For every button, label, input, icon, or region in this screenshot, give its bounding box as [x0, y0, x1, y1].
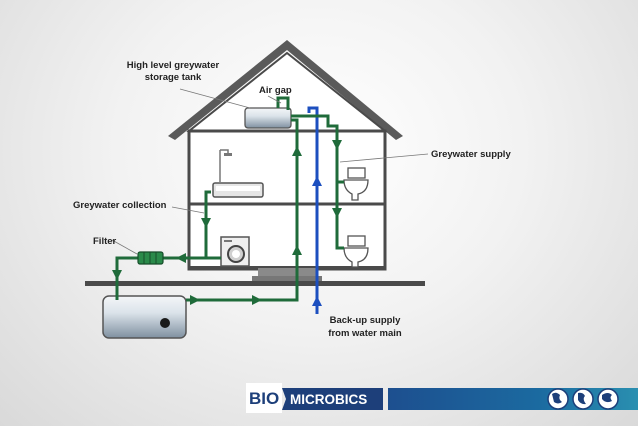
underground-tank	[102, 295, 187, 339]
logo-microbics-text: MICROBICS	[290, 392, 367, 407]
backup-supply-pipe	[307, 106, 322, 314]
label-air-gap: Air gap	[259, 85, 292, 96]
high-level-storage-tank	[244, 107, 292, 129]
ground-line	[85, 281, 425, 286]
toilet-lower	[343, 235, 369, 268]
pump	[160, 318, 170, 328]
leader-lines	[111, 88, 429, 255]
label-filter: Filter	[93, 236, 117, 247]
greywater-arrows	[112, 140, 342, 305]
washing-machine	[220, 236, 250, 267]
label-storage-tank-line2: storage tank	[145, 72, 202, 83]
label-greywater-supply: Greywater supply	[431, 149, 511, 160]
house	[85, 40, 425, 286]
bathtub	[212, 182, 264, 198]
shower	[219, 149, 232, 182]
steps	[258, 268, 316, 278]
globe-icons	[547, 388, 619, 410]
label-backup-supply-line1: Back-up supply	[330, 315, 401, 326]
steps-lower	[252, 276, 322, 281]
label-greywater-collection: Greywater collection	[73, 200, 167, 211]
label-storage-tank-line1: High level greywater	[127, 60, 220, 71]
filter	[137, 251, 164, 265]
toilet-upper	[343, 167, 369, 201]
logo-bio-text: BIO	[249, 389, 279, 408]
label-backup-supply-line2: from water main	[328, 328, 402, 339]
